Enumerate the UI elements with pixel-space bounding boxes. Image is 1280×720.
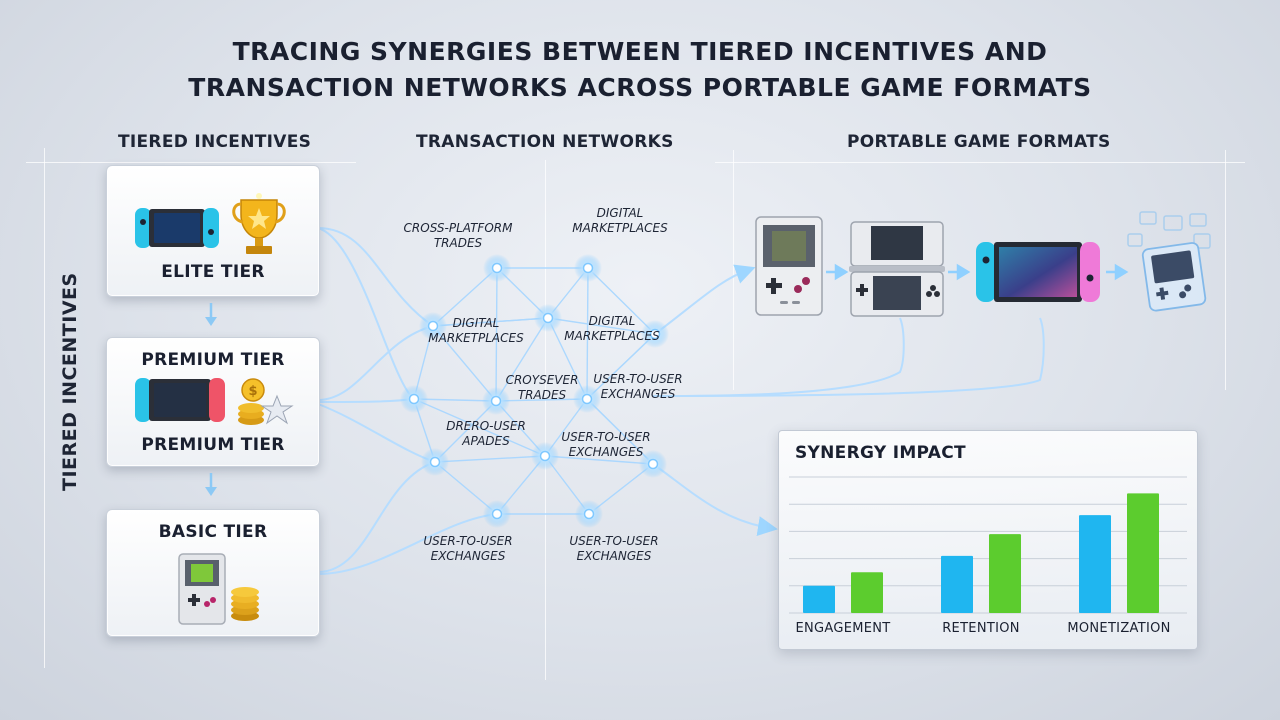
network-edge [586,333,656,400]
network-node[interactable] [491,508,503,520]
network-node[interactable] [582,262,594,274]
network-edge [434,455,546,463]
network-node[interactable] [583,508,595,520]
guide-line [26,162,356,163]
network-edge [434,400,497,463]
coin-stack-icon [231,587,259,621]
flow-connector [317,403,436,463]
network-node[interactable] [649,328,661,340]
guide-line [1225,150,1226,390]
title-line-2: TRANSACTION NETWORKS ACROSS PORTABLE GAM… [188,73,1092,102]
network-edge [432,267,498,327]
section-tiered-incentives: TIERED INCENTIVES [118,132,312,152]
network-node[interactable] [490,395,502,407]
elite-icons [135,193,286,254]
premium-icons: $ [135,378,294,425]
network-node[interactable] [408,393,420,405]
network-edge [586,267,589,400]
premium-tier-label-top: PREMIUM TIER [141,350,285,370]
network-edge [432,325,497,402]
network-edge [547,317,588,400]
guide-line [44,148,45,668]
bar-engagement-1 [803,585,835,613]
bar-retention-2 [989,534,1021,613]
network-edge [413,398,546,457]
premium-tier-card[interactable]: PREMIUM TIER $ PREMIUM TIER [106,337,320,467]
flow-connector [317,398,415,403]
bar-monetization-2 [1127,493,1159,613]
network-edge [495,317,549,402]
basic-tier-card[interactable]: BASIC TIER [106,509,320,637]
arrow-down-icon [205,303,217,326]
title-line-1: TRACING SYNERGIES BETWEEN TIERED INCENTI… [232,37,1048,66]
handheld-console-icon [135,378,225,422]
handheld-console-icon [135,208,219,248]
flow-connector [317,325,434,401]
arrow-down-icon [205,473,217,496]
network-node[interactable] [647,458,659,470]
network-node[interactable] [429,456,441,468]
elite-tier-label: ELITE TIER [161,262,265,282]
flow-connector [317,513,498,575]
flow-connector [652,463,778,536]
basic-tier-label: BASIC TIER [158,522,268,542]
network-edge [495,398,588,402]
network-edge [587,267,656,335]
section-portable-game-formats: PORTABLE GAME FORMATS [847,132,1111,152]
flow-connector [652,317,1045,397]
category-label-engagement: ENGAGEMENT [795,621,891,636]
category-label-monetization: MONETIZATION [1067,621,1171,636]
page-title: TRACING SYNERGIES BETWEEN TIERED INCENTI… [0,34,1280,106]
network-node[interactable] [542,312,554,324]
premium-tier-label-bottom: PREMIUM TIER [141,435,285,455]
guide-line [545,160,546,680]
network-node[interactable] [427,320,439,332]
network-edge [544,455,654,465]
network-node[interactable] [539,450,551,462]
flow-connector [317,227,434,327]
synergy-impact-panel: SYNERGY IMPACT ENGAGEMENT RETENTION MONE… [778,430,1198,650]
guide-line [715,162,1245,163]
section-transaction-networks: TRANSACTION NETWORKS [416,132,674,152]
basic-icons [178,553,259,625]
joycon-left [135,208,151,248]
network-edge [586,398,654,465]
svg-text:$: $ [248,384,257,399]
coins-star-icon: $ [238,378,294,425]
console-screen [154,213,200,243]
elite-tier-card[interactable]: ELITE TIER [106,165,320,297]
joycon-right [203,208,219,248]
flow-connector [654,264,756,335]
network-node[interactable] [581,393,593,405]
network-edge [495,267,498,402]
category-label-retention: RETENTION [942,621,1020,636]
bar-engagement-2 [851,572,883,613]
flow-connector [317,227,415,400]
bar-retention-1 [941,555,973,613]
flow-connector [317,461,436,573]
synergy-impact-title: SYNERGY IMPACT [795,443,966,463]
synergy-impact-chart [789,476,1187,614]
trophy-icon [232,193,286,254]
flow-connector [652,317,905,397]
network-edge [547,317,656,335]
network-node[interactable] [491,262,503,274]
classic-handheld-icon [178,553,226,625]
network-edge [432,317,549,327]
bar-monetization-1 [1079,515,1111,613]
